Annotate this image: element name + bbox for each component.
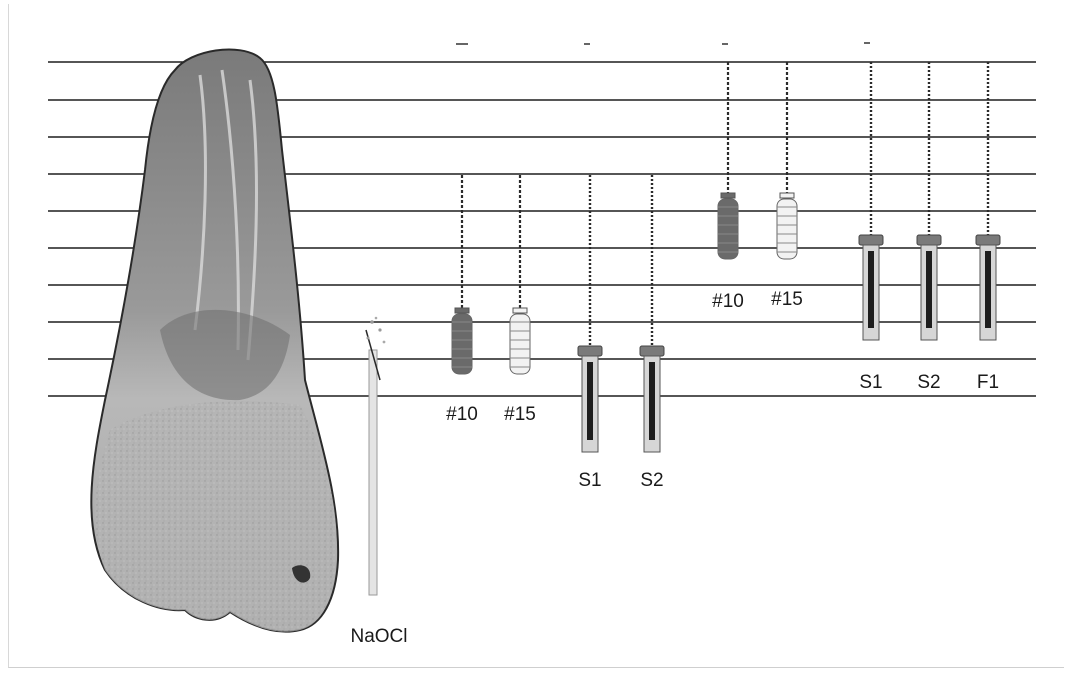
top-cropped-marks — [456, 42, 870, 45]
hand-file: #15 — [504, 175, 536, 425]
tooth-crown-texture — [95, 401, 336, 632]
file-shank-core — [649, 362, 655, 440]
file-size-label: S2 — [917, 372, 940, 393]
file-cap — [640, 346, 664, 356]
file-size-label: S2 — [640, 470, 663, 491]
file-size-label: #15 — [771, 289, 803, 310]
file-stopper — [721, 193, 735, 198]
rotary-file: S1 — [859, 62, 883, 393]
file-shank-core — [587, 362, 593, 440]
file-cap — [859, 235, 883, 245]
file-handle — [777, 199, 797, 259]
file-shank-core — [985, 251, 991, 328]
file-size-label: #10 — [712, 291, 744, 312]
file-stopper — [513, 308, 527, 313]
file-stopper — [455, 308, 469, 313]
file-cap — [917, 235, 941, 245]
irrigant-label: NaOCl — [350, 626, 407, 647]
file-shank-core — [926, 251, 932, 328]
file-handle — [452, 314, 472, 374]
file-size-label: #10 — [446, 404, 478, 425]
file-size-label: #15 — [504, 404, 536, 425]
file-shank-core — [868, 251, 874, 328]
file-size-label: F1 — [977, 372, 999, 393]
hand-file: #10 — [446, 175, 478, 425]
file-size-label: S1 — [859, 372, 882, 393]
file-handle — [718, 199, 738, 259]
file-size-label: S1 — [578, 470, 601, 491]
file-cap — [976, 235, 1000, 245]
rotary-file: F1 — [976, 62, 1000, 393]
file-cap — [578, 346, 602, 356]
file-handle — [510, 314, 530, 374]
rotary-file: S2 — [917, 62, 941, 393]
file-stopper — [780, 193, 794, 198]
rotary-file: S1 — [578, 175, 602, 491]
rotary-file: S2 — [640, 175, 664, 491]
